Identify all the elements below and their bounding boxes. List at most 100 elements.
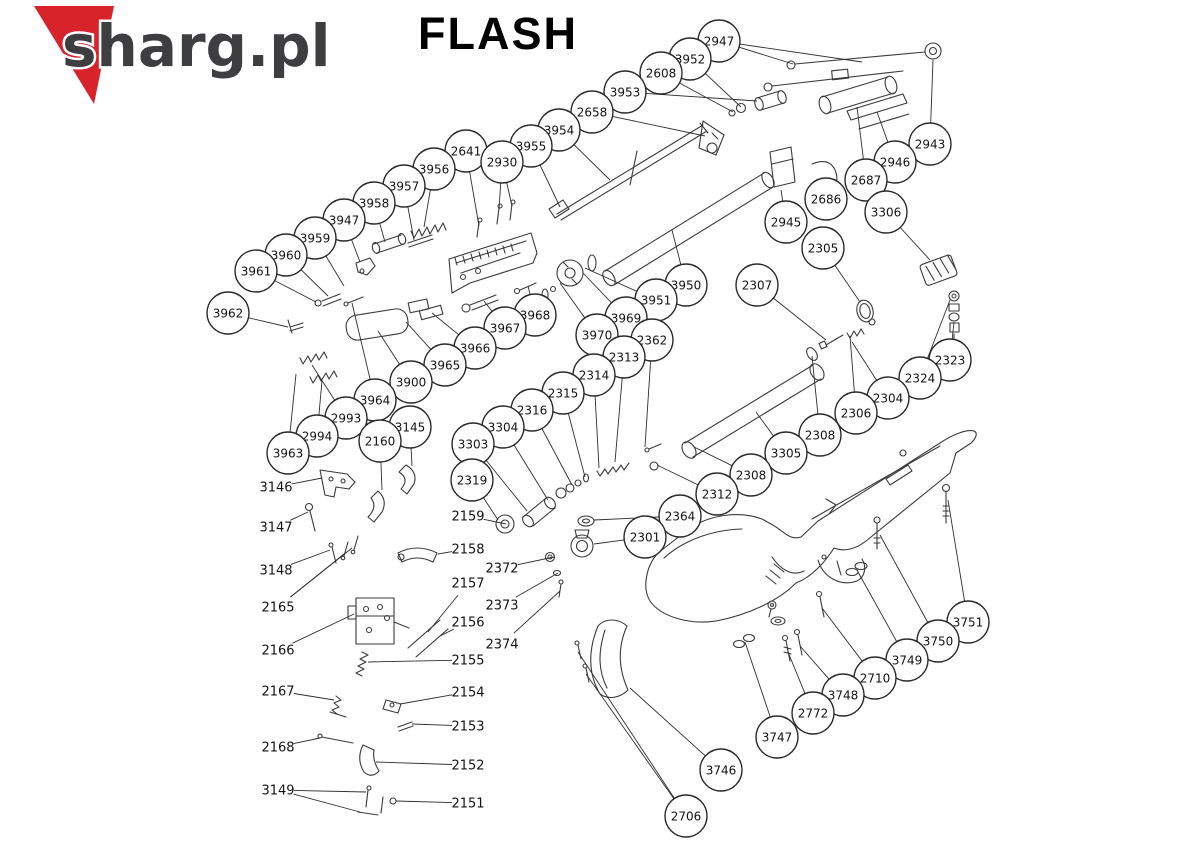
callout-circle bbox=[639, 51, 683, 95]
part-callout: 3746 bbox=[699, 748, 743, 792]
leader-line bbox=[290, 549, 331, 565]
part-number: 2315 bbox=[548, 387, 579, 401]
part-label: 2372 bbox=[485, 562, 518, 577]
part-callout: 2945 bbox=[764, 200, 808, 244]
part-number: 3956 bbox=[419, 163, 450, 177]
part-label: 2374 bbox=[485, 638, 518, 653]
leader-line bbox=[498, 182, 502, 211]
leader-line bbox=[811, 355, 819, 415]
logo-triangle-icon bbox=[34, 6, 114, 104]
leader-line bbox=[799, 645, 830, 680]
part-number: 2306 bbox=[841, 407, 872, 421]
part-number: 3149 bbox=[261, 784, 294, 799]
part-number: 2308 bbox=[736, 469, 767, 483]
leader-line bbox=[585, 673, 675, 800]
part-label: 2168 bbox=[261, 741, 294, 756]
callout-circle bbox=[206, 291, 250, 335]
part-number: 2301 bbox=[630, 531, 661, 545]
leader-line bbox=[559, 282, 586, 319]
part-label: 2152 bbox=[451, 759, 484, 774]
leader-line bbox=[377, 330, 400, 365]
callout-circle bbox=[664, 794, 708, 838]
part-number: 2307 bbox=[742, 279, 773, 293]
leader-line bbox=[739, 43, 863, 63]
callout-circle bbox=[798, 413, 842, 457]
part-number: 3145 bbox=[395, 421, 426, 435]
callout-circle bbox=[480, 140, 524, 184]
part-number: 2160 bbox=[365, 435, 396, 449]
callout-circle bbox=[755, 715, 799, 759]
part-callout: 2772 bbox=[791, 691, 835, 735]
part-number: 2314 bbox=[579, 369, 610, 383]
part-label: 2154 bbox=[451, 686, 484, 701]
callout-circle bbox=[834, 391, 878, 435]
parts-illustration bbox=[287, 42, 977, 816]
part-callout: 2314 bbox=[572, 353, 616, 397]
callout-circle bbox=[764, 431, 808, 475]
part-label: 3149 bbox=[261, 784, 294, 799]
top-rod-assembly-drawing bbox=[698, 42, 942, 198]
part-number: 2608 bbox=[646, 67, 677, 81]
part-callout: 2316 bbox=[510, 388, 554, 432]
part-number: 3954 bbox=[544, 124, 575, 138]
part-number: 2168 bbox=[261, 741, 294, 756]
part-number: 2308 bbox=[805, 429, 836, 443]
part-number: 2312 bbox=[702, 488, 733, 502]
part-callout: 2307 bbox=[735, 263, 779, 307]
leader-line bbox=[567, 413, 586, 478]
part-number: 2319 bbox=[457, 474, 488, 488]
callout-circle bbox=[603, 70, 647, 114]
leader-line bbox=[439, 628, 454, 637]
part-number: 3969 bbox=[611, 312, 642, 326]
callout-circle bbox=[358, 419, 402, 463]
part-label: 2156 bbox=[451, 616, 484, 631]
leader-line bbox=[851, 341, 877, 381]
leader-line bbox=[671, 229, 682, 265]
part-callout: 2943 bbox=[908, 122, 952, 166]
part-number: 3748 bbox=[828, 689, 859, 703]
part-number: 2641 bbox=[451, 145, 482, 159]
leader-line bbox=[506, 182, 513, 207]
part-number: 2167 bbox=[261, 685, 294, 700]
leader-line bbox=[318, 380, 323, 416]
leader-line bbox=[951, 321, 955, 340]
part-callout: 2930 bbox=[480, 140, 524, 184]
leader-line bbox=[375, 761, 453, 765]
part-callout: 2324 bbox=[898, 356, 942, 400]
leader-line bbox=[395, 800, 453, 804]
cylinder-tube-drawing bbox=[602, 171, 825, 459]
part-number: 2373 bbox=[485, 599, 518, 614]
part-number: 3305 bbox=[771, 447, 802, 461]
leader-line bbox=[483, 300, 493, 312]
part-label: 2157 bbox=[451, 577, 484, 592]
part-number: 3951 bbox=[641, 294, 672, 308]
leader-line bbox=[704, 73, 742, 108]
leader-line bbox=[423, 189, 431, 228]
leader-line bbox=[483, 518, 507, 525]
part-number: 2159 bbox=[451, 510, 484, 525]
part-number: 2154 bbox=[451, 686, 484, 701]
part-callout: 2308 bbox=[798, 413, 842, 457]
part-label: 2373 bbox=[485, 599, 518, 614]
part-number: 2687 bbox=[851, 174, 882, 188]
buttpad-drawing bbox=[574, 619, 629, 699]
leader-line bbox=[876, 111, 889, 143]
leader-line bbox=[293, 793, 361, 813]
part-label: 3146 bbox=[259, 481, 292, 496]
part-number: 3957 bbox=[389, 180, 420, 194]
trigger-parts-drawing bbox=[304, 464, 449, 816]
part-number: 3947 bbox=[329, 214, 360, 228]
bolt-parts-drawing bbox=[287, 222, 447, 384]
leader-line bbox=[517, 556, 555, 566]
part-number: 2658 bbox=[577, 106, 608, 120]
leader-line bbox=[311, 364, 336, 401]
part-number: 2706 bbox=[671, 810, 702, 824]
part-number: 2156 bbox=[451, 616, 484, 631]
leader-line bbox=[513, 590, 561, 634]
part-number: 2323 bbox=[935, 354, 966, 368]
leader-line bbox=[405, 321, 432, 350]
leader-line bbox=[380, 461, 383, 491]
leader-line bbox=[773, 297, 827, 341]
part-number: 2945 bbox=[771, 216, 802, 230]
